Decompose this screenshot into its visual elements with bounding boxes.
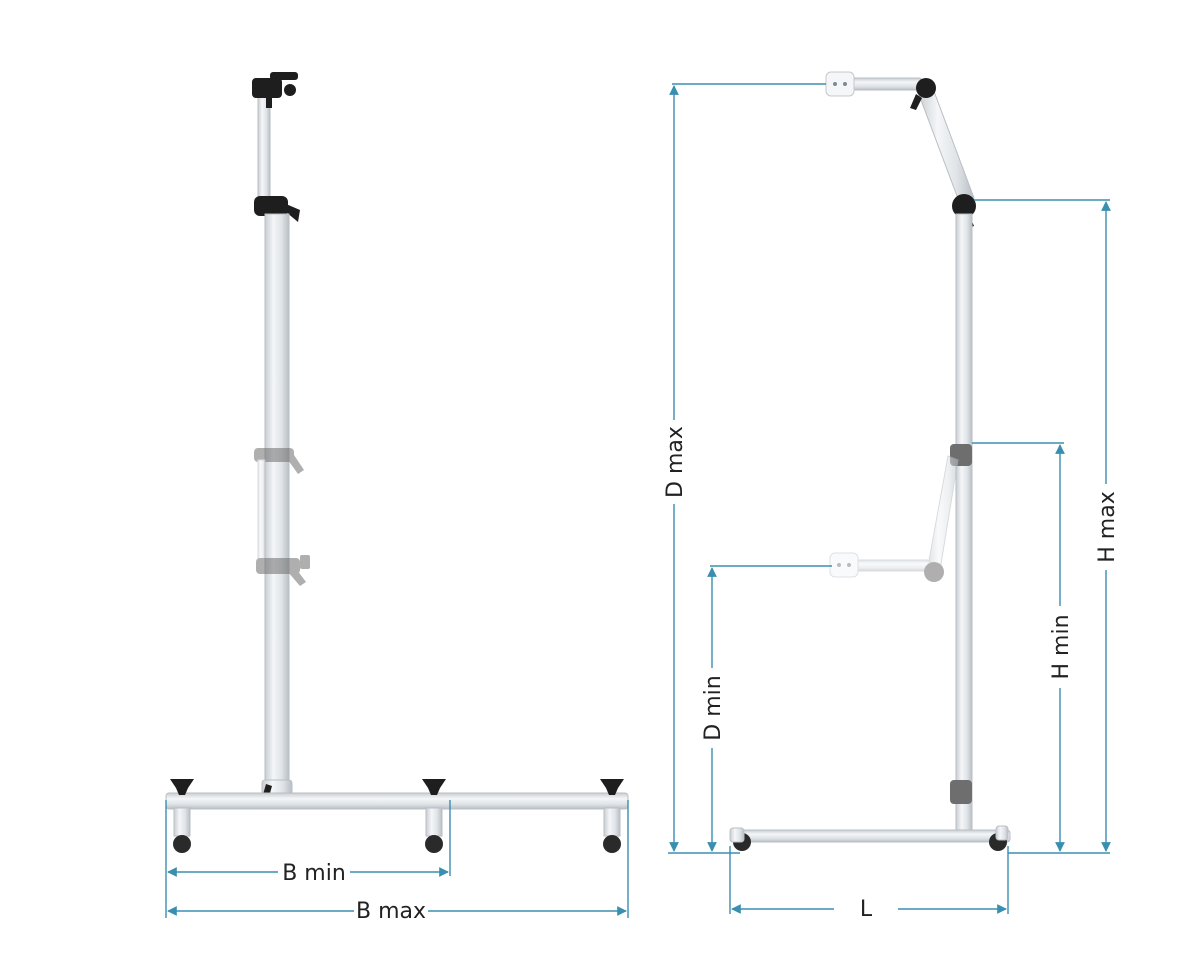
front-view-stand — [165, 72, 629, 853]
top-joint — [952, 194, 976, 218]
top-clamp — [252, 72, 298, 108]
d-max-label: D max — [663, 426, 688, 498]
b-min-label: B min — [282, 861, 346, 886]
l-dimension: L — [729, 846, 1009, 922]
main-clamp — [254, 196, 300, 222]
d-max-dimension: D max — [662, 83, 826, 854]
b-max-dimension: B max — [167, 800, 629, 924]
d-min-label: D min — [701, 675, 726, 740]
h-max-dimension: H max — [974, 199, 1120, 854]
side-bracket-ghost — [254, 448, 310, 586]
b-max-label: B max — [356, 899, 426, 924]
l-label: L — [860, 897, 873, 922]
side-view-stand — [729, 71, 1011, 851]
d-min-dimension: D min — [700, 565, 832, 852]
side-base-bar — [737, 829, 1011, 843]
top-arm — [825, 71, 975, 205]
side-main-pole — [955, 213, 973, 837]
h-min-dimension: H min — [972, 442, 1074, 852]
h-min-label: H min — [1049, 614, 1074, 679]
h-max-label: H max — [1095, 491, 1120, 562]
lower-arm-ghost — [829, 455, 959, 582]
caster-wheels — [173, 807, 621, 853]
b-min-dimension: B min — [165, 800, 451, 918]
main-pole — [264, 213, 290, 801]
base-bar — [165, 792, 629, 810]
base-knobs — [170, 779, 624, 795]
